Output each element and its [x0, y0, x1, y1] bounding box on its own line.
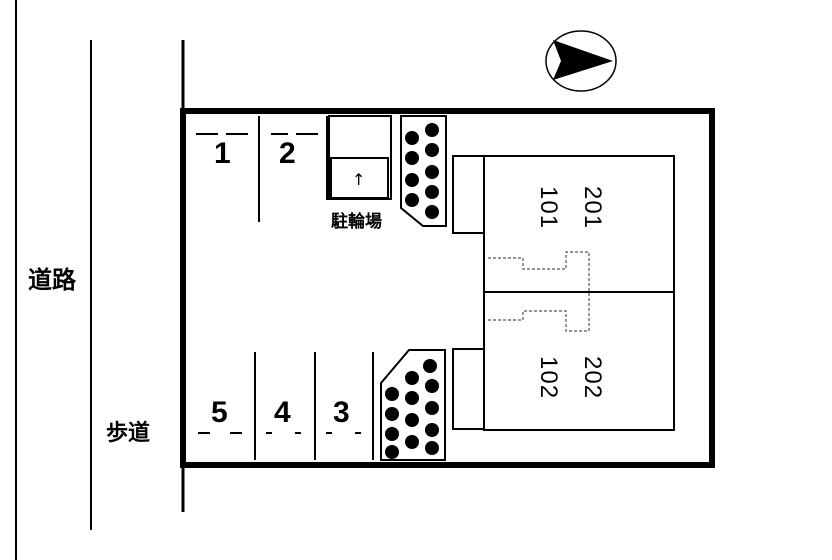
road-label: 道路	[28, 266, 76, 294]
unit-101-label: 101	[535, 186, 562, 230]
lower-tree-cluster	[385, 359, 439, 459]
parking-space-1: 1	[214, 137, 231, 170]
lower-entry-porch	[452, 348, 485, 430]
parking-space-4: 4	[274, 396, 291, 429]
lower-planter	[380, 349, 446, 461]
property-boundary	[180, 108, 715, 468]
upper-tree-cluster	[405, 123, 439, 219]
parking-space-2: 2	[279, 137, 296, 170]
upper-planter	[400, 115, 447, 227]
unit-202-label: 202	[579, 356, 606, 400]
sidewalk-label: 歩道	[106, 421, 151, 446]
parking-space-5: 5	[211, 396, 228, 429]
parking-space-3: 3	[333, 396, 350, 429]
unit-201-label: 201	[579, 186, 606, 230]
unit-102-label: 102	[535, 356, 562, 400]
north-arrow-icon	[545, 30, 617, 92]
bicycle-parking-label: 駐輪場	[331, 212, 382, 232]
bicycle-parking-inner	[330, 157, 389, 199]
bicycle-arrow-icon: ↑	[352, 170, 366, 189]
upper-entry-porch	[452, 155, 485, 234]
staircase-outline	[488, 251, 590, 332]
space-number-dashes	[196, 133, 361, 434]
